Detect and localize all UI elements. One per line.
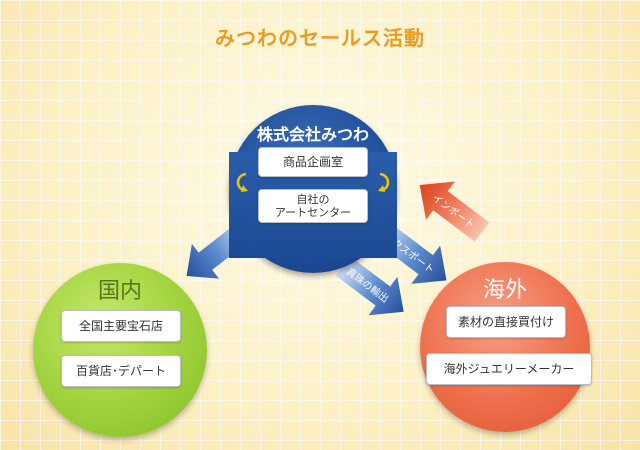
dept-art-center: 自社の アートセンター <box>258 189 368 223</box>
cycle-right-icon <box>378 172 390 192</box>
domestic-title: 国内 <box>97 279 142 304</box>
domestic-circle: 国内 全国主要宝石店 百貨店･デパート <box>33 263 207 437</box>
import-arrow: インポート <box>419 181 490 242</box>
company-circle: 株式会社みつわ 商品企画室 自社の アートセンター <box>229 105 397 273</box>
overseas-item-jewelry-makers: 海外ジュエリーメーカー <box>426 353 592 385</box>
domestic-item-jewelry-stores: 全国主要宝石店 <box>61 310 181 342</box>
dept-art-center-line1: 自社の <box>296 193 330 206</box>
overseas-title: 海外 <box>482 278 527 303</box>
diagram-title: みつわのセールス活動 <box>215 26 425 50</box>
overseas-item-direct-buying: 素材の直接買付け <box>446 306 566 338</box>
dept-art-center-line2: アートセンター <box>274 206 352 219</box>
dept-product-planning: 商品企画室 <box>258 147 368 177</box>
overseas-circle: 海外 素材の直接買付け 海外ジュエリーメーカー <box>420 262 592 432</box>
cycle-left-icon <box>236 172 248 192</box>
domestic-item-department-stores: 百貨店･デパート <box>61 355 181 387</box>
company-name: 株式会社みつわ <box>256 125 369 144</box>
